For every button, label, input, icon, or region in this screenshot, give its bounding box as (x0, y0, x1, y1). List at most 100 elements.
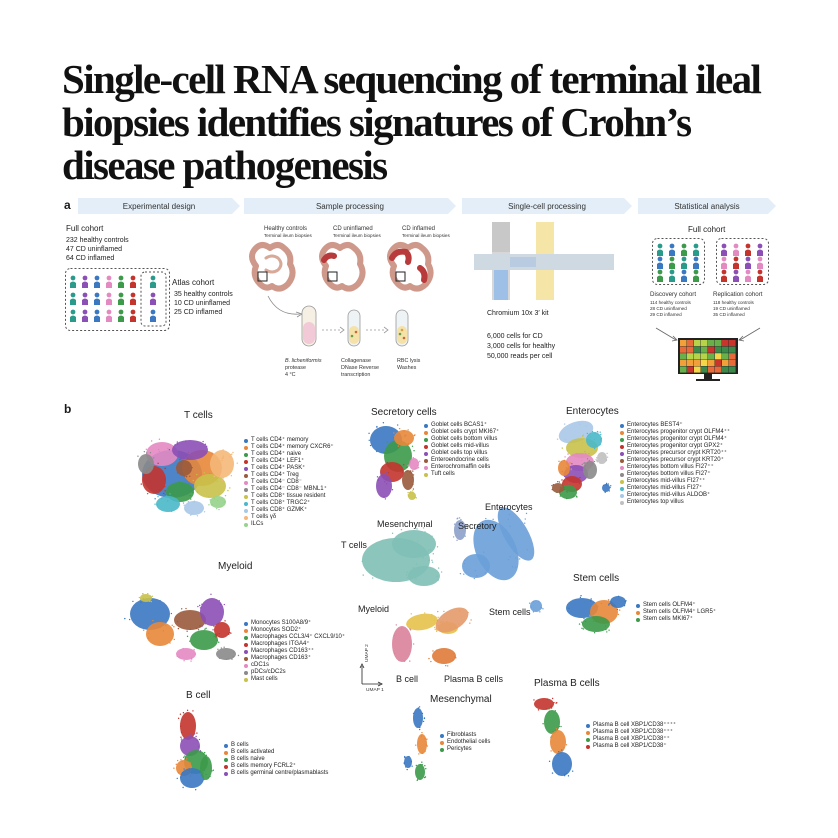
umap-subcluster (428, 648, 457, 667)
legend-label: Enterocytes top villus (627, 499, 684, 505)
enterocytes-legend-item: Enterocytes BEST4⁺ (620, 422, 730, 429)
person-figure (70, 292, 76, 305)
secretory-legend-item: Goblet cells top villus (424, 450, 499, 457)
person-figure (745, 256, 751, 269)
person-figure (118, 292, 124, 305)
umap-axes (359, 663, 383, 687)
person-figure (733, 243, 739, 256)
tcells-legend-item: T cells CD4⁺ memory CXCR6⁺ (244, 444, 334, 451)
person-figure (94, 292, 100, 305)
atlas-cohort-line-2: 10 CD uninflamed (174, 300, 231, 307)
bcell-legend-item: B cells activated (224, 749, 328, 756)
step-1-line-3: 4 °C (285, 372, 296, 378)
umap-subcluster (403, 755, 413, 771)
legend-label: T cells CD4⁺ LEF1⁺ (251, 458, 305, 464)
stage-sample-processing: Sample processing (244, 198, 456, 214)
legend-label: Plasma B cell XBP1/CD38⁺⁺⁺⁺ (593, 722, 677, 728)
umap-subcluster (154, 493, 185, 512)
legend-swatch (620, 493, 624, 498)
intestine-illustrations (249, 242, 434, 292)
seq-line-3: 50,000 reads per cell (487, 353, 553, 360)
plasma-title: Plasma B cells (534, 678, 600, 689)
legend-swatch (424, 430, 428, 435)
umap-subcluster (142, 619, 175, 646)
person-figure (757, 256, 763, 269)
legend-label: Plasma B cell XBP1/CD38⁺ (593, 743, 667, 749)
legend-swatch (620, 430, 624, 435)
person-figure (70, 309, 76, 322)
plasma-legend-item: Plasma B cell XBP1/CD38⁺ (586, 743, 676, 750)
tcells-legend-item: T cells CD8⁺ GZMK⁺ (244, 507, 334, 514)
legend-swatch (224, 764, 228, 769)
legend-label: T cells CD4⁺ naive (251, 451, 302, 457)
legend-label: Enterocytes progenitor crypt OLFM4⁺⁺ (627, 429, 731, 435)
atlas-cohort-line-3: 25 CD inflamed (174, 309, 223, 316)
person-figure (681, 256, 687, 269)
legend-swatch (244, 628, 248, 633)
legend-swatch (224, 771, 228, 776)
legend-swatch (424, 472, 428, 477)
legend-swatch (244, 466, 248, 471)
myeloid-legend-item: Macrophages CD163⁺ (244, 655, 345, 662)
person-figure (757, 269, 763, 282)
full-cohort-line-2: 47 CD uninflamed (66, 246, 123, 253)
stem-umap (566, 594, 627, 634)
umap-subcluster (459, 551, 490, 580)
step-2-line-2: DNase Reverse (341, 365, 380, 371)
umap-subcluster (376, 471, 394, 500)
legend-label: Mast cells (251, 676, 278, 682)
legend-swatch (424, 451, 428, 456)
legend-swatch (636, 610, 640, 615)
umap-subcluster (412, 706, 426, 731)
legend-swatch (636, 603, 640, 608)
legend-swatch (586, 723, 590, 728)
secretory-umap (368, 422, 421, 500)
legend-label: Goblet cells mid-villus (431, 443, 490, 449)
umap-subcluster (213, 620, 232, 638)
legend-label: T cells CD4⁺ PASK⁺ (251, 465, 306, 471)
myeloid-legend-item: Macrophages CD163⁺⁺ (244, 648, 345, 655)
legend-label: Plasma B cell XBP1/CD38⁺⁺⁺ (593, 729, 673, 735)
full-cohort-heading: Full cohort (66, 224, 104, 233)
umap-subcluster (405, 563, 443, 586)
person-figure (106, 309, 112, 322)
myeloid-legend-item: Macrophages CCL3/4⁺ CXCL9/10⁺ (244, 634, 345, 641)
seq-line-1: 6,000 cells for CD (487, 333, 543, 340)
legend-label: B cells memory FCRL2⁺ (231, 763, 296, 769)
stem-legend-item: Stem cells OLFM4⁺ (636, 602, 716, 609)
step-1-line-2: protease (285, 365, 306, 371)
myeloid-legend-item: Macrophages ITGA4⁺ (244, 641, 345, 648)
person-figure (150, 309, 156, 322)
tcells-legend-item: T cells CD4⁺ LEF1⁺ (244, 458, 334, 465)
title-line-1: Single-cell RNA sequencing of terminal i… (62, 56, 762, 102)
legend-swatch (244, 663, 248, 668)
umap-subcluster (528, 600, 544, 613)
legend-swatch (224, 743, 228, 748)
legend-label: B cells activated (231, 749, 275, 755)
legend-label: Enterocytes bottom villus FI27⁺⁺ (627, 464, 714, 470)
stem-legend-item: Stem cells OLFM4⁺ LGR5⁺ (636, 609, 716, 616)
mesenchymal-legend-item: Endothelial cells (440, 739, 490, 746)
central-label-stem-cells: Stem cells (489, 607, 531, 617)
person-figure (94, 275, 100, 288)
person-figure (757, 243, 763, 256)
person-figure (693, 256, 699, 269)
legend-swatch (424, 423, 428, 428)
legend-swatch (620, 437, 624, 442)
legend-label: Enterochromaffin cells (431, 464, 491, 470)
legend-label: T cells CD8⁺ tissue resident (251, 493, 326, 499)
legend-label: Enterocytes mid-villus FI27⁺⁺ (627, 478, 706, 484)
sample-sub-cd-inflamed: Terminal ileum biopsies (402, 233, 450, 238)
legend-swatch (424, 437, 428, 442)
legend-label: Macrophages ITGA4⁺ (251, 641, 310, 647)
umap-subcluster (586, 430, 603, 450)
umap-subcluster (183, 500, 206, 517)
microfluidic-chip-illustration (474, 222, 614, 300)
stat-full-cohort: Full cohort (688, 225, 726, 234)
umap-subcluster (415, 761, 427, 782)
seq-line-2: 3,000 cells for healthy (487, 343, 556, 350)
panel-b-letter: b (64, 402, 72, 416)
legend-label: T cells CD4⁺ memory (251, 437, 309, 443)
sample-heading-cd-inflamed: CD inflamed (402, 226, 436, 232)
